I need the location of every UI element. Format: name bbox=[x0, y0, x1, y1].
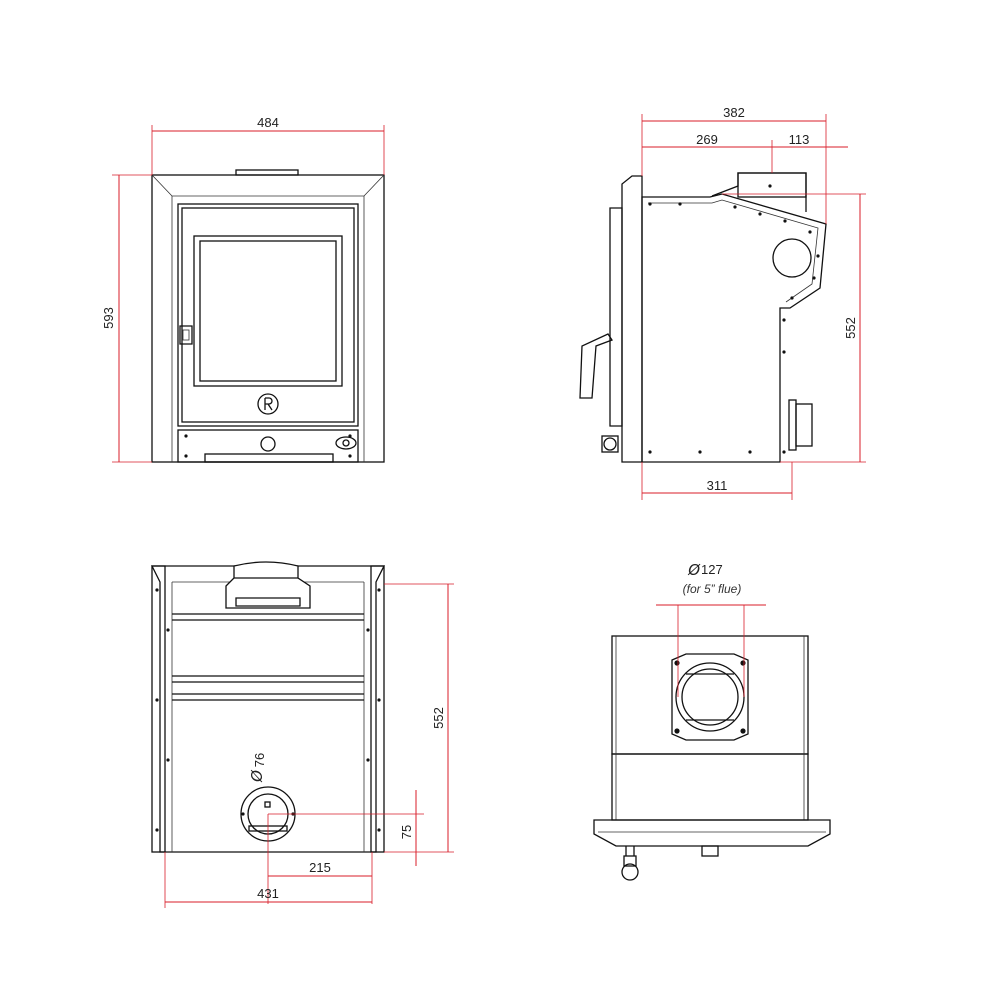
rear-width-label: 431 bbox=[257, 886, 279, 901]
air-control bbox=[260, 436, 276, 452]
rear-outlet-diameter-label: 76 bbox=[252, 753, 267, 767]
top-hearth-plate bbox=[593, 819, 831, 847]
top-view: Ø 127 (for 5” flue) bbox=[593, 561, 831, 881]
top-flue-diameter-label: 127 bbox=[701, 562, 723, 577]
top-flue-diameter-symbol: Ø bbox=[687, 561, 701, 579]
side-depth-total-label: 382 bbox=[723, 105, 745, 120]
rear-flue-collar bbox=[225, 561, 311, 609]
side-view: 382 269 113 552 311 bbox=[579, 105, 866, 500]
rear-height-label: 552 bbox=[431, 707, 446, 729]
side-depth-front-label: 269 bbox=[696, 132, 718, 147]
rear-outlet-height-label: 75 bbox=[399, 825, 414, 839]
door-handle bbox=[179, 325, 193, 345]
side-base-depth-label: 311 bbox=[707, 478, 728, 493]
side-door-handle bbox=[579, 333, 613, 399]
logo-badge bbox=[257, 393, 279, 415]
top-flue-note: (for 5” flue) bbox=[683, 582, 742, 596]
rear-outlet-diameter-symbol: Ø bbox=[248, 769, 266, 783]
front-width-label: 484 bbox=[257, 115, 279, 130]
rear-outlet-offset-label: 215 bbox=[309, 860, 331, 875]
side-height-label: 552 bbox=[843, 317, 858, 339]
side-outlet bbox=[772, 238, 812, 278]
top-flue-spigot bbox=[671, 653, 749, 741]
front-view: 484 593 bbox=[101, 115, 385, 463]
side-depth-rear-label: 113 bbox=[789, 132, 810, 147]
front-height-label: 593 bbox=[101, 307, 116, 329]
rear-view: Ø 76 552 75 215 431 bbox=[150, 561, 454, 908]
